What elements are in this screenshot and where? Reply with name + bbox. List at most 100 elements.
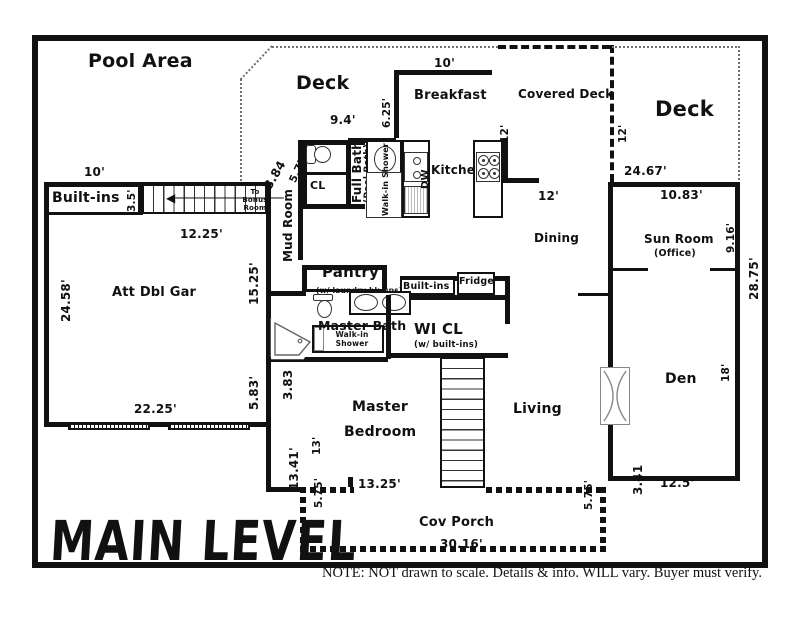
garage-wall-bottom [44, 422, 271, 427]
den-wall-left [608, 182, 613, 480]
garage-stairs-to-bonus [142, 184, 267, 214]
dim-built-ins-depth: 3.5' [126, 189, 138, 212]
room-label-master-bedroom-line2: Bedroom [344, 424, 417, 440]
master-bedroom-wall-left [266, 357, 271, 491]
dim-mud-run: 15.25' [247, 262, 261, 305]
sun-room-divider-right [710, 268, 736, 271]
porch-wall-bottom [300, 546, 606, 552]
kitchen-dishwasher-icon [404, 186, 428, 214]
cooktop-burner-4-icon [489, 168, 500, 179]
deck-left-outline-left [240, 79, 242, 189]
master-bedroom-wall-right-stub [348, 477, 353, 489]
fridge-box [457, 272, 495, 295]
dim-master-left: 13.41' [287, 447, 301, 490]
dim-garage-bottom: 22.25' [134, 402, 177, 416]
dim-bath-width: 9.4' [330, 113, 356, 127]
dim-den-height: 18' [720, 363, 732, 382]
disclaimer-note: NOTE: NOT drawn to scale. Details & info… [322, 565, 762, 581]
dim-porch-height-left: 5.75' [313, 477, 325, 508]
dim-sun-room-width: 10.83' [660, 188, 703, 202]
kitchen-sink-hole-1-icon [413, 157, 421, 165]
dim-garage-top: 10' [84, 165, 105, 179]
dim-breakfast-top: 10' [434, 56, 455, 70]
room-label-breakfast: Breakfast [414, 88, 487, 103]
den-fireplace-icon [600, 367, 630, 425]
room-label-covered-deck: Covered Deck [518, 87, 614, 101]
porch-wall-top-right [486, 487, 606, 493]
garage-door-right [168, 423, 250, 430]
dim-porch-width: 30.16' [440, 537, 483, 551]
porch-wall-top-left [300, 487, 354, 493]
dim-deck-right-height: 12' [617, 124, 629, 143]
bath-wall-right [346, 140, 351, 208]
kitchen-sink-hole-2-icon [413, 171, 421, 179]
pantry-wall-right [382, 265, 387, 289]
label-walk-in-shower-bath-1: Walk-in Shower [381, 142, 390, 216]
pantry-wall-left [302, 265, 307, 289]
dim-right-overall: 28.75' [747, 257, 761, 300]
kitchen-island-wall-stub [503, 178, 539, 183]
garage-built-ins-right-wall [138, 182, 143, 215]
room-label-closet: CL [310, 179, 326, 192]
dim-covered-deck-width: 12' [538, 189, 559, 203]
master-toilet-bowl-icon [317, 300, 332, 318]
cooktop-burner-1-icon [478, 155, 489, 166]
wicl-wall-right [505, 276, 510, 324]
porch-wall-right [600, 487, 606, 552]
deck-right-outline-right [738, 46, 740, 184]
room-label-built-ins-kitchen: Built-ins [403, 281, 450, 292]
bath-wall-bottom [302, 204, 365, 209]
dining-opening-wall [578, 293, 610, 296]
room-label-wi-cl: WI CL [414, 320, 463, 338]
pool-bath-shower [366, 172, 402, 218]
kitchen-built-ins-box [400, 278, 455, 295]
room-label-pool-area: Pool Area [88, 50, 193, 72]
room-label-wi-cl-sub: (w/ built-ins) [414, 340, 479, 350]
kitchen-island-wall [503, 138, 508, 180]
deck-right-outline-top [612, 46, 740, 48]
porch-wall-left [300, 487, 306, 552]
dim-deck-right-width: 24.67' [624, 164, 667, 178]
dim-master-offset: 3.83 [281, 369, 295, 400]
room-label-pantry-sub: (w/ laundry hk-ups) [316, 286, 402, 295]
covered-deck-outline-top [498, 45, 610, 49]
deck-right-divider [610, 45, 614, 182]
room-label-built-ins-garage: Built-ins [52, 190, 120, 206]
garage-wall-left [44, 182, 49, 427]
dim-breakfast-side: 6.25' [381, 97, 393, 128]
master-walk-in-shower [312, 325, 384, 353]
dim-stair-run: 12.25' [180, 227, 223, 241]
dim-master-width: 13.25' [358, 477, 401, 491]
deck-left-outline-top [272, 46, 498, 48]
master-shower-door-icon [314, 327, 324, 351]
room-label-den: Den [665, 371, 697, 387]
master-bath-wall-top [266, 291, 306, 296]
room-label-master-bath: Master Bath [318, 318, 407, 333]
bath-wall-top [302, 140, 365, 145]
room-label-garage: Att Dbl Gar [112, 285, 197, 300]
mud-room-wall-right [298, 140, 303, 260]
room-label-dining: Dining [534, 231, 580, 245]
dim-covered-deck-height: 12' [499, 124, 511, 143]
room-label-sun-room-sub: (Office) [654, 248, 696, 259]
dim-bath-run: 5.83' [247, 375, 261, 410]
sun-room-wall-right [735, 182, 740, 480]
dim-garage-left: 24.58' [59, 279, 73, 322]
builtins-row-wall-top [400, 276, 510, 281]
stairs-direction-arrow-icon: ◀─────────────── [166, 191, 284, 205]
room-label-living: Living [513, 401, 562, 417]
dim-porch-height-right: 5.75' [583, 479, 595, 510]
master-tub-inner-icon [274, 321, 312, 356]
room-label-deck-right: Deck [655, 97, 714, 121]
cooktop-burner-2-icon [489, 155, 500, 166]
wicl-wall-bottom [386, 353, 508, 358]
room-label-master-bedroom-line1: Master [352, 399, 409, 415]
master-bath-wall-bottom [268, 357, 388, 362]
breakfast-wall-top [394, 70, 492, 75]
kitchen-sink-basin-icon [374, 146, 396, 172]
breakfast-wall-left [394, 70, 399, 138]
dim-den-width: 12.5' [660, 476, 695, 490]
master-vanity-sink-1-icon [354, 294, 378, 311]
pantry-wall-top [302, 265, 386, 270]
